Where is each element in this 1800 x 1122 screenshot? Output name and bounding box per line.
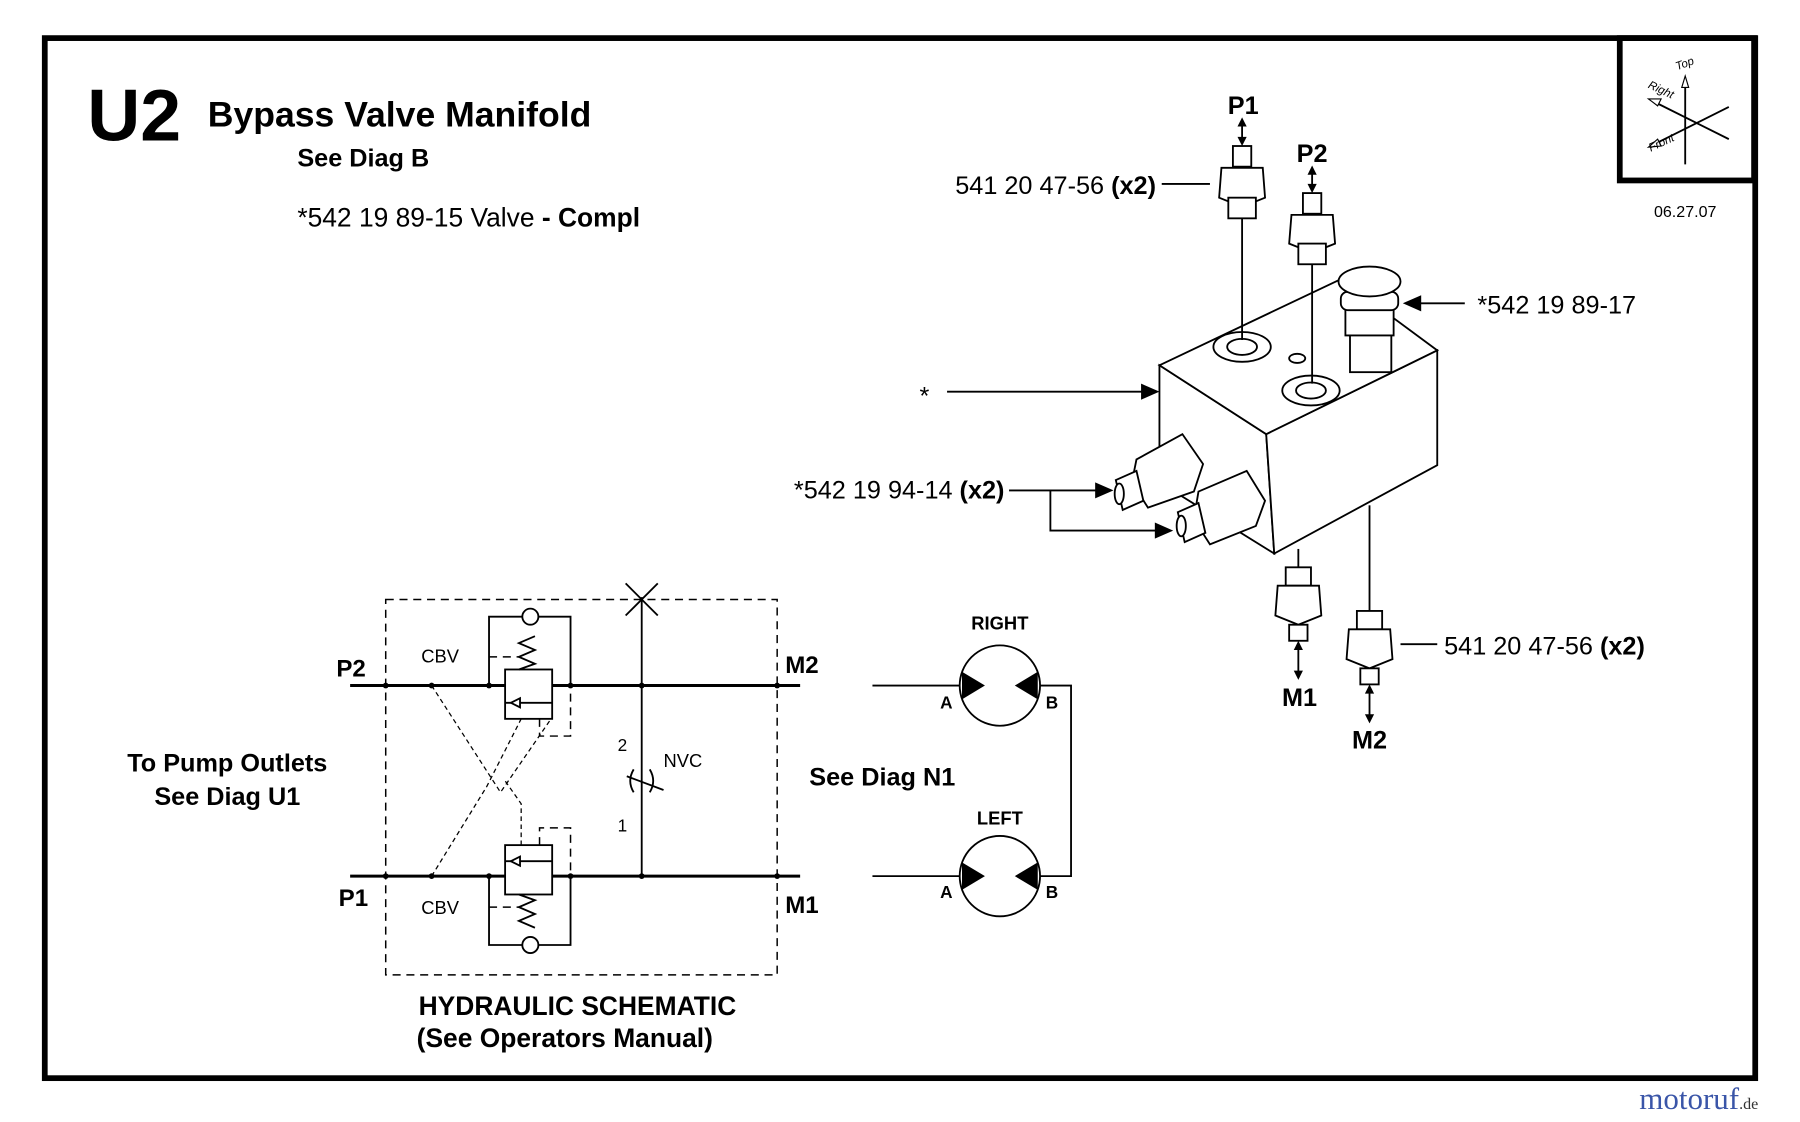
schematic-title: HYDRAULIC SCHEMATIC bbox=[419, 991, 737, 1021]
arrow-icon bbox=[1141, 383, 1160, 400]
diagram-title: Bypass Valve Manifold bbox=[208, 94, 592, 134]
callout-knob: *542 19 89-17 bbox=[1477, 292, 1636, 320]
motor-left-port-a: A bbox=[940, 882, 952, 902]
date-label: 06.27.07 bbox=[1654, 203, 1717, 221]
orientation-compass: Top Right Front bbox=[1646, 55, 1730, 165]
nvc-port-1: 1 bbox=[618, 815, 628, 835]
schematic-subtitle: (See Operators Manual) bbox=[417, 1023, 713, 1053]
arrow-icon bbox=[1095, 482, 1114, 499]
schematic-label-p1: P1 bbox=[339, 885, 368, 912]
top-arrow-icon bbox=[1680, 73, 1690, 89]
arrow-icon bbox=[1402, 295, 1422, 312]
front-label: Front bbox=[1647, 132, 1677, 155]
motor-right-port-a: A bbox=[940, 693, 952, 713]
fitting-m1 bbox=[1274, 548, 1323, 680]
schematic-label-m2: M2 bbox=[785, 652, 818, 679]
orientation-box bbox=[1616, 35, 1757, 184]
spring-icon bbox=[516, 893, 538, 929]
knob-valve bbox=[1337, 265, 1402, 374]
spring-icon bbox=[516, 635, 538, 671]
manifold-block bbox=[1157, 278, 1440, 556]
motor-left-label: LEFT bbox=[977, 807, 1024, 828]
top-label: Top bbox=[1674, 55, 1696, 73]
check-valve-icon bbox=[521, 936, 540, 954]
see-diag-b-link[interactable]: See Diag B bbox=[297, 145, 429, 173]
side-fitting-upper bbox=[1113, 432, 1205, 512]
callout-block: * bbox=[920, 382, 930, 410]
motor-left bbox=[872, 835, 1041, 918]
motor-right-port-b: B bbox=[1046, 693, 1058, 713]
port-label-p1: P1 bbox=[1228, 92, 1259, 120]
see-diag-u1-link[interactable]: See Diag U1 bbox=[154, 783, 300, 811]
schematic-label-m1: M1 bbox=[785, 892, 818, 919]
cbv-label-bottom: CBV bbox=[421, 897, 460, 918]
cbv-label-top: CBV bbox=[421, 646, 460, 667]
diagram-code: U2 bbox=[87, 73, 181, 156]
motor-right-label: RIGHT bbox=[971, 612, 1029, 633]
needle-valve-icon bbox=[629, 768, 655, 793]
nvc-label: NVC bbox=[664, 750, 703, 771]
callout-fitting-bottom: 541 20 47-56 (x2) bbox=[1444, 633, 1645, 661]
manifold-boundary bbox=[384, 598, 778, 976]
port-label-m2: M2 bbox=[1352, 727, 1387, 755]
port-label-p2: P2 bbox=[1297, 140, 1328, 168]
callout-fitting-top: 541 20 47-56 (x2) bbox=[955, 172, 1156, 200]
schematic-label-p2: P2 bbox=[336, 655, 365, 682]
fitting-p2 bbox=[1288, 165, 1337, 384]
side-fitting-lower bbox=[1175, 469, 1267, 546]
motoruf-watermark: motoruf.de bbox=[1639, 1081, 1758, 1116]
nvc-port-2: 2 bbox=[618, 735, 628, 755]
check-valve-icon bbox=[521, 607, 540, 626]
part-number-valve: *542 19 89-15 Valve - Compl bbox=[297, 202, 640, 232]
cbv-valve-top bbox=[504, 668, 554, 720]
see-diag-n1-link[interactable]: See Diag N1 bbox=[809, 763, 955, 791]
arrow-icon bbox=[1154, 522, 1174, 539]
front-arrow-icon bbox=[1646, 138, 1662, 148]
port-p2-hole bbox=[1281, 374, 1341, 407]
hydraulic-schematic bbox=[350, 582, 801, 976]
fitting-p1 bbox=[1218, 117, 1267, 341]
port-label-m1: M1 bbox=[1282, 684, 1317, 712]
cbv-valve-bottom bbox=[504, 844, 554, 896]
page-border bbox=[41, 35, 1759, 1082]
callout-side-fittings: *542 19 94-14 (x2) bbox=[794, 476, 1005, 504]
right-arrow-icon bbox=[1646, 98, 1663, 107]
fitting-m2 bbox=[1345, 505, 1394, 724]
pump-note-line1: To Pump Outlets bbox=[127, 750, 327, 778]
motor-right bbox=[872, 644, 1072, 878]
motor-left-port-b: B bbox=[1046, 882, 1058, 902]
watermark-text: motoruf.de bbox=[1639, 1081, 1758, 1116]
